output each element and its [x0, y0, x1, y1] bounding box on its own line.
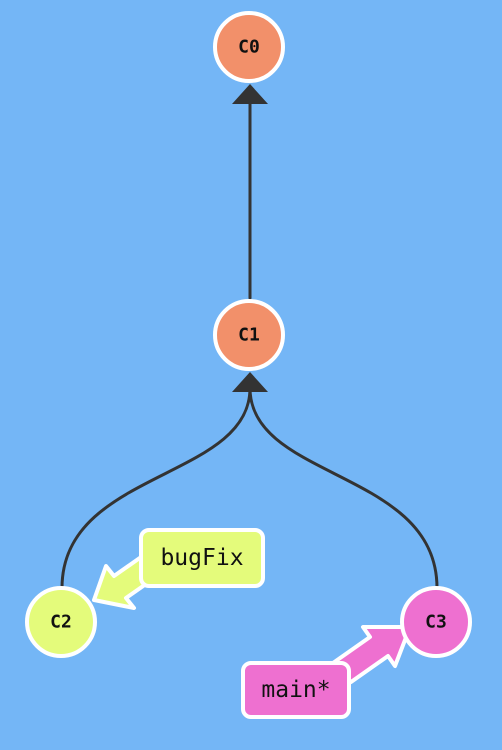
branch-bugfix[interactable]: bugFix [92, 528, 265, 610]
edges [60, 98, 439, 590]
commit-c0[interactable]: C0 [213, 11, 285, 83]
commit-c0-node [213, 11, 285, 83]
commit-c3[interactable]: C3 [400, 586, 472, 658]
branch-bugfix-label: bugFix [160, 545, 243, 571]
commit-c2-label: C2 [50, 612, 72, 633]
commit-c2-node [25, 586, 97, 658]
arrowhead-c1 [232, 372, 268, 392]
commit-c3-label: C3 [425, 612, 447, 633]
commit-c0-label: C0 [238, 37, 260, 58]
commit-c3-node [400, 586, 472, 658]
arrowheads [232, 84, 268, 392]
commit-c1-label: C1 [238, 325, 260, 346]
branch-main-box [241, 661, 351, 719]
commit-c1[interactable]: C1 [213, 299, 285, 371]
branch-main[interactable]: main* [241, 625, 412, 719]
arrowhead-c0 [232, 84, 268, 104]
branch-main-label: main* [261, 677, 330, 703]
branch-main-arrow [331, 625, 412, 684]
branch-bugfix-box [139, 528, 265, 588]
edge-c3-c1 [248, 386, 439, 590]
commit-c2[interactable]: C2 [25, 586, 97, 658]
edge-c2-c1 [60, 386, 252, 590]
commit-c1-node [213, 299, 285, 371]
